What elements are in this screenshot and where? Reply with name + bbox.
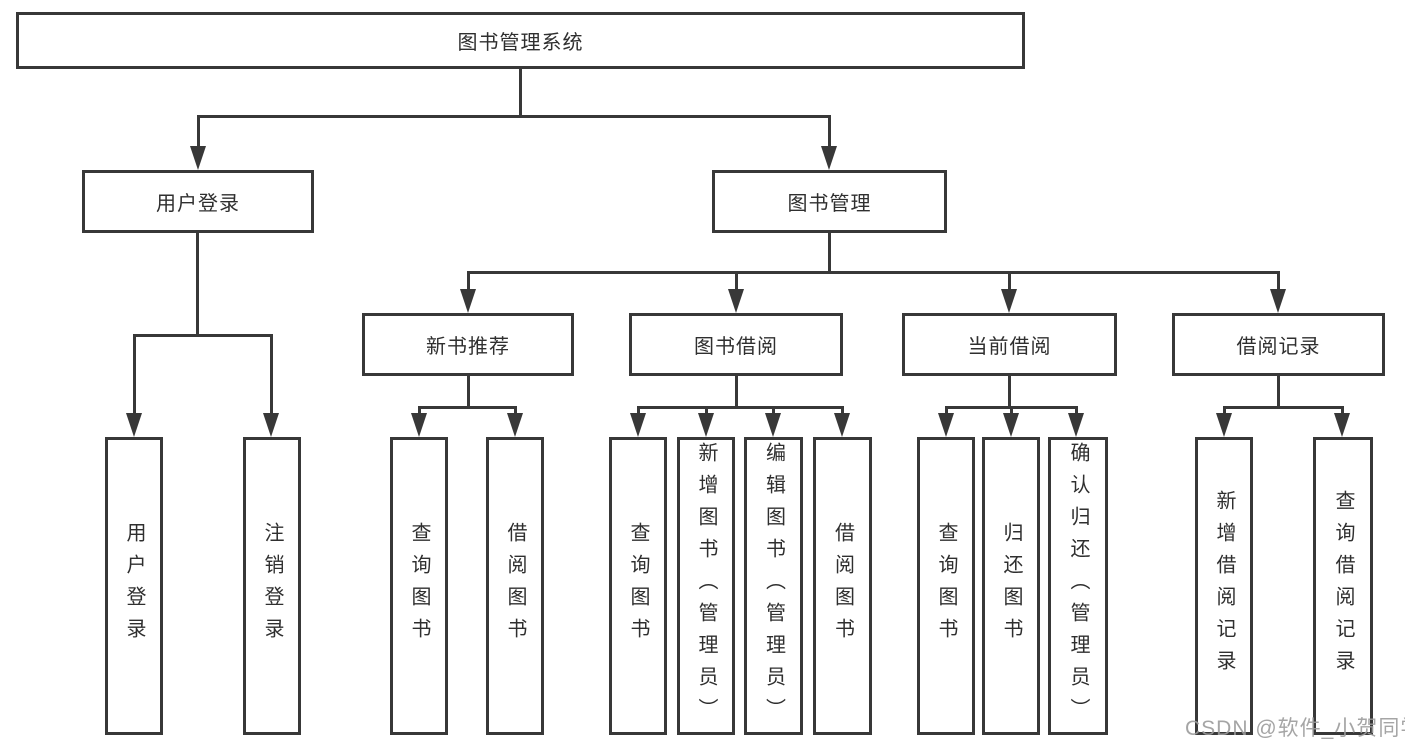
arrow-down-icon <box>126 413 142 437</box>
connector-line <box>519 66 522 118</box>
connector-line <box>735 271 738 291</box>
connector-line <box>705 406 708 416</box>
arrow-down-icon <box>460 289 476 313</box>
leaf-query-borrow-record: 查询借阅记录 <box>1313 437 1373 735</box>
connector-line <box>945 406 948 416</box>
arrow-down-icon <box>938 413 954 437</box>
node-user-login: 用户登录 <box>82 170 314 233</box>
leaf-query-books-current: 查询图书 <box>917 437 975 735</box>
leaf-logout: 注销登录 <box>243 437 301 735</box>
connector-line <box>735 376 738 409</box>
leaf-query-books-borrowing: 查询图书 <box>609 437 667 735</box>
node-current-borrowing: 当前借阅 <box>902 313 1117 376</box>
connector-line <box>828 233 831 274</box>
arrow-down-icon <box>263 413 279 437</box>
arrow-down-icon <box>765 413 781 437</box>
connector-line <box>418 406 421 416</box>
connector-line <box>1341 406 1344 416</box>
arrow-down-icon <box>630 413 646 437</box>
node-borrowing-records: 借阅记录 <box>1172 313 1385 376</box>
connector-line <box>133 334 273 337</box>
connector-line <box>197 115 200 149</box>
connector-line <box>1075 406 1078 416</box>
arrow-down-icon <box>728 289 744 313</box>
leaf-confirm-return-admin: 确认归还（管理员） <box>1048 437 1108 735</box>
connector-line <box>1223 406 1226 416</box>
leaf-return-books: 归还图书 <box>982 437 1040 735</box>
node-book-borrowing: 图书借阅 <box>629 313 843 376</box>
leaf-borrow-books-recommend: 借阅图书 <box>486 437 544 735</box>
arrow-down-icon <box>1003 413 1019 437</box>
arrow-down-icon <box>821 146 837 170</box>
connector-line <box>1010 406 1013 416</box>
arrow-down-icon <box>834 413 850 437</box>
connector-line <box>772 406 775 416</box>
connector-line <box>514 406 517 416</box>
arrow-down-icon <box>190 146 206 170</box>
connector-line <box>1008 376 1011 409</box>
leaf-edit-books-admin: 编辑图书（管理员） <box>744 437 803 735</box>
connector-line <box>841 406 844 416</box>
connector-line <box>418 406 517 409</box>
connector-line <box>1277 376 1280 409</box>
leaf-add-borrow-record: 新增借阅记录 <box>1195 437 1253 735</box>
leaf-add-books-admin: 新增图书（管理员） <box>677 437 735 735</box>
arrow-down-icon <box>507 413 523 437</box>
connector-line <box>1008 271 1011 291</box>
connector-line <box>828 115 831 149</box>
leaf-borrow-books: 借阅图书 <box>813 437 872 735</box>
connector-line <box>467 376 470 409</box>
leaf-query-books-recommend: 查询图书 <box>390 437 448 735</box>
node-new-book-recommend: 新书推荐 <box>362 313 574 376</box>
connector-line <box>637 406 844 409</box>
connector-line <box>270 334 273 415</box>
connector-line <box>196 233 199 337</box>
arrow-down-icon <box>698 413 714 437</box>
arrow-down-icon <box>1001 289 1017 313</box>
arrow-down-icon <box>1068 413 1084 437</box>
connector-line <box>197 115 831 118</box>
arrow-down-icon <box>1270 289 1286 313</box>
node-book-management: 图书管理 <box>712 170 947 233</box>
arrow-down-icon <box>411 413 427 437</box>
leaf-user-login: 用户登录 <box>105 437 163 735</box>
node-library-management-system: 图书管理系统 <box>16 12 1025 69</box>
arrow-down-icon <box>1334 413 1350 437</box>
connector-line <box>133 334 136 415</box>
connector-line <box>1277 271 1280 291</box>
arrow-down-icon <box>1216 413 1232 437</box>
connector-line <box>467 271 1280 274</box>
connector-line <box>467 271 470 291</box>
connector-line <box>637 406 640 416</box>
connector-line <box>1223 406 1343 409</box>
watermark-text: CSDN @软件_小贺同学 <box>1185 717 1405 740</box>
